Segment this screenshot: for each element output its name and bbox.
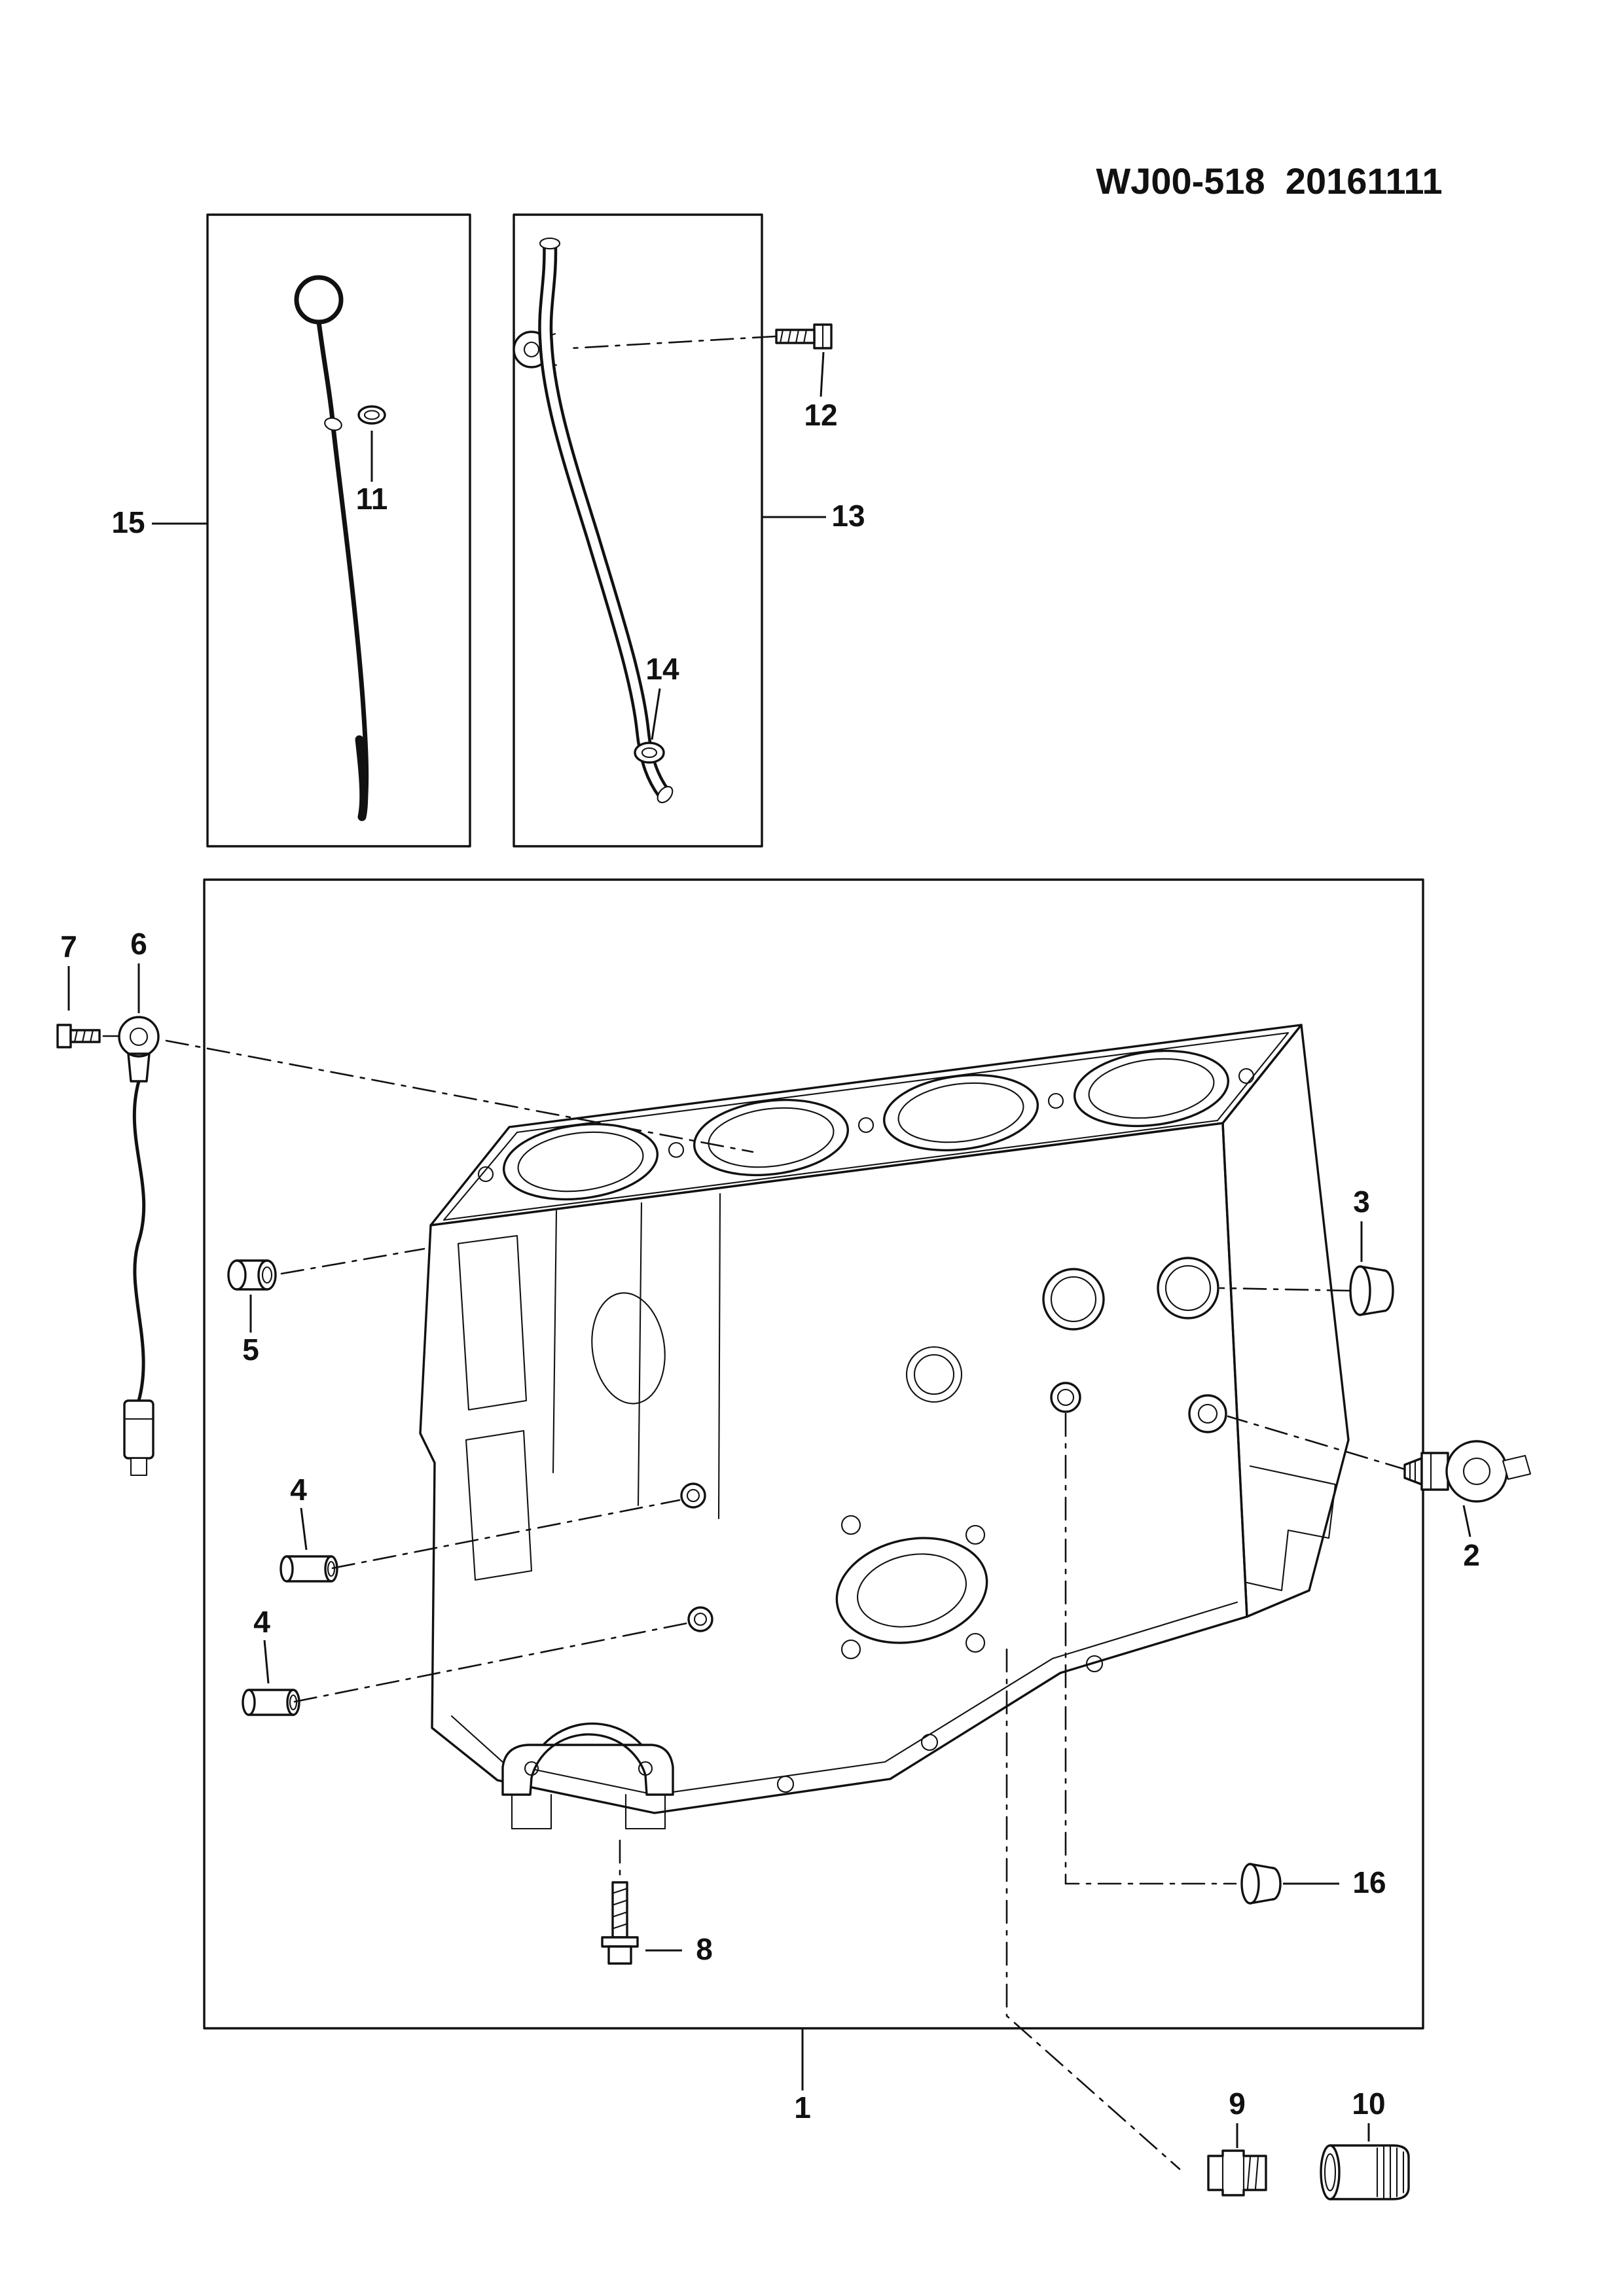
callout-10: 10 (1352, 2087, 1385, 2121)
callout-9: 9 (1229, 2087, 1246, 2121)
oil-pump-face (835, 1537, 988, 1644)
tube-ring-part (634, 742, 665, 764)
plug16-part (1240, 1863, 1282, 1905)
dowel-hole-lower (687, 1606, 713, 1632)
cup-plug3-part (1349, 1265, 1394, 1316)
callout-14: 14 (645, 652, 679, 686)
callout-15: 15 (111, 505, 145, 539)
sensor6-part (118, 1016, 160, 1477)
dowel-pin-upper-part (280, 1555, 338, 1583)
callout-6: 6 (130, 927, 147, 961)
oil-tube-part (538, 237, 674, 804)
dowel-pin-lower-part (242, 1689, 300, 1716)
inset-box-a-border (206, 213, 471, 848)
filter-adapter-part (1207, 2149, 1267, 2197)
tube-bolt-part (775, 323, 833, 350)
bolt12-axis-line (571, 335, 776, 350)
inset-box-dipstick (152, 213, 471, 848)
oil-pressure-sensor-boss (1188, 1394, 1227, 1433)
main-box-engine-block (165, 878, 1424, 2170)
callout-11: 11 (356, 482, 388, 516)
cylinder-bores (502, 1049, 1230, 1201)
callout-2-leader (1462, 1505, 1471, 1537)
callout-4b-leader (263, 1640, 270, 1684)
callout-16: 16 (1352, 1865, 1386, 1899)
callout-13: 13 (831, 499, 865, 533)
mount-bracket-steps (1246, 1465, 1337, 1592)
callout-12: 12 (804, 398, 837, 432)
oil-filter-part (1320, 2144, 1410, 2200)
bearing-cap-part (501, 1733, 674, 1830)
callout-4a: 4 (290, 1473, 307, 1507)
plug5-part (227, 1259, 277, 1291)
main-box-border (203, 878, 1424, 2030)
inset-box-oil-tube (513, 213, 826, 848)
bolt7-part (56, 1024, 119, 1049)
callout-1: 1 (794, 2090, 811, 2125)
deck-bolt-holes (477, 1067, 1255, 1183)
leader-lines (165, 1039, 1409, 2170)
engine-block-deck (429, 1024, 1303, 1227)
callout-14-leader (651, 688, 661, 740)
cap-bolt-part (601, 1881, 639, 1965)
callout-3: 3 (1353, 1185, 1370, 1219)
oil-pressure-sensor-part (1403, 1440, 1532, 1503)
plug16-boss (1050, 1382, 1081, 1413)
dowel-hole-upper (680, 1482, 706, 1509)
callout-2: 2 (1463, 1538, 1480, 1572)
drawing-number-title: WJ00-518 20161111 (1096, 160, 1442, 202)
dipstick-part (294, 275, 369, 821)
callout-8: 8 (696, 1932, 713, 1966)
callout-4a-leader (300, 1507, 308, 1551)
callout-7: 7 (60, 929, 77, 963)
callout-5: 5 (242, 1333, 259, 1367)
inset-box-b-border (513, 213, 763, 848)
callout-12-leader (820, 351, 825, 397)
dipstick-oring-part (357, 405, 386, 425)
callout-4b: 4 (253, 1605, 270, 1639)
engine-block-body (419, 1024, 1350, 1814)
core-plug-holes (1042, 1257, 1219, 1331)
